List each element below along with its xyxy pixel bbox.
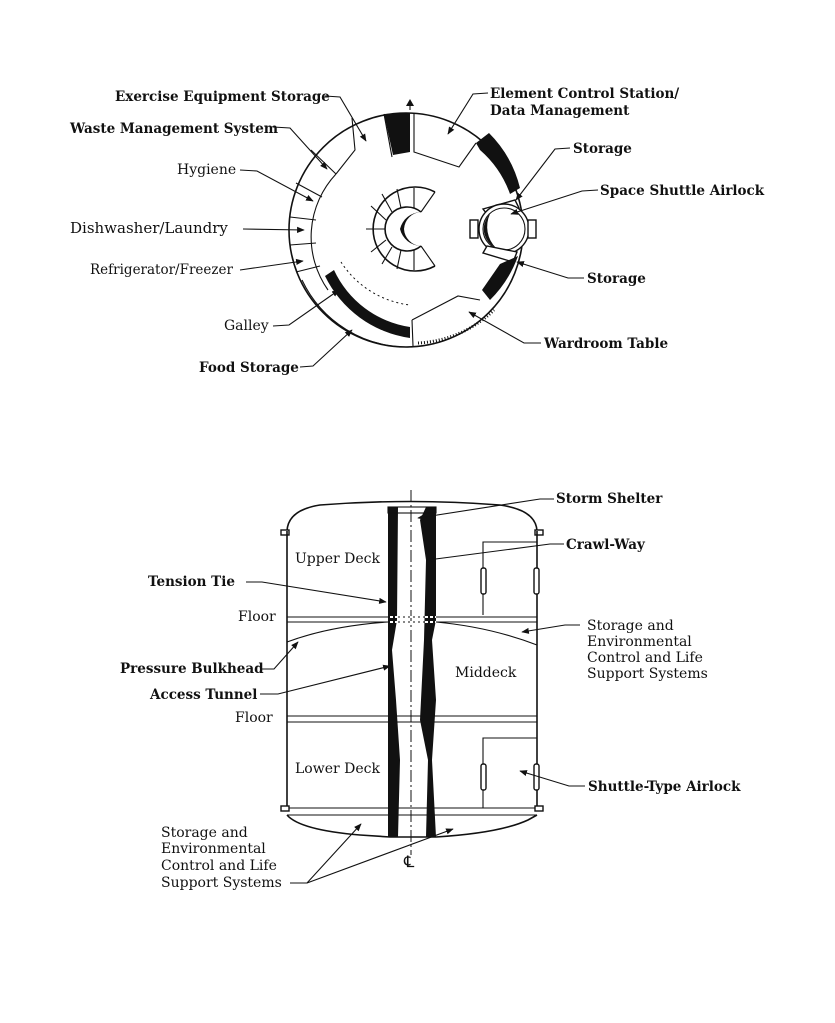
label-storm-shelter: Storm Shelter [556, 491, 663, 507]
label-lower-deck: Lower Deck [295, 761, 380, 777]
leader [290, 823, 362, 884]
leader [242, 226, 305, 233]
ecs-compartment [413, 113, 477, 168]
bottom-dome [286, 814, 538, 838]
label-floor-lower: Floor [235, 710, 273, 726]
leader [521, 624, 580, 634]
label-waste-management-system: Waste Management System [69, 121, 278, 137]
tunnel-wall-left [388, 507, 400, 837]
label-upper-deck: Upper Deck [295, 551, 381, 567]
svg-text:Environmental: Environmental [161, 841, 266, 857]
leader [246, 581, 387, 604]
label-storage-top: Storage [573, 141, 632, 157]
svg-text:Storage and: Storage and [587, 618, 674, 634]
food-storage-arc [301, 279, 411, 348]
leader [468, 311, 541, 344]
divider [295, 265, 321, 273]
leader [239, 169, 314, 202]
svg-text:Support Systems: Support Systems [161, 875, 282, 891]
label-element-control-station: Element Control Station/ [490, 86, 679, 102]
leader [427, 543, 564, 563]
storm-shelter-cap [387, 506, 437, 514]
leader [262, 641, 299, 670]
label-dishwasher-laundry: Dishwasher/Laundry [70, 219, 228, 237]
centerline-symbol: ℄ [403, 852, 415, 871]
svg-text:Storage and: Storage and [161, 825, 248, 841]
label-wardroom-table: Wardroom Table [543, 336, 668, 352]
ring-flange [534, 805, 544, 812]
leader [510, 189, 599, 215]
ring-flange [534, 529, 544, 536]
label-shuttle-type-airlock: Shuttle-Type Airlock [588, 779, 741, 795]
tunnel-wall-right [420, 507, 436, 837]
label-crawl-way: Crawl-Way [566, 537, 646, 553]
leader [260, 664, 391, 695]
label-galley: Galley [224, 318, 269, 334]
label-refrigerator-freezer: Refrigerator/Freezer [90, 262, 234, 278]
divider [289, 242, 317, 246]
plan-view: Exercise Equipment Storage Waste Managem… [69, 86, 765, 376]
label-tension-tie: Tension Tie [148, 574, 235, 590]
svg-text:Control and Life: Control and Life [161, 858, 277, 874]
ring-flange [280, 805, 290, 812]
label-access-tunnel: Access Tunnel [149, 687, 257, 703]
north-arrow-icon [406, 99, 414, 106]
hatch [480, 763, 487, 791]
svg-text:Environmental: Environmental [587, 634, 692, 650]
wardroom-table-outline [411, 295, 481, 347]
label-pressure-bulkhead: Pressure Bulkhead [120, 661, 264, 677]
leader [324, 95, 367, 142]
svg-text:Support Systems: Support Systems [587, 666, 708, 682]
exercise-divider [383, 113, 393, 158]
leader [519, 770, 585, 787]
leader [306, 828, 454, 884]
central-c-module [366, 186, 436, 272]
label-middeck: Middeck [455, 665, 517, 681]
exercise-compartment [335, 117, 356, 175]
leader [417, 498, 554, 520]
hatch [480, 567, 487, 595]
compartment-inner-arc [310, 173, 337, 291]
leader [239, 258, 304, 271]
wall-shading [384, 113, 410, 155]
label-floor-upper: Floor [238, 609, 276, 625]
label-hygiene: Hygiene [177, 162, 236, 178]
leader [299, 329, 353, 368]
divider [310, 149, 337, 175]
ring-flange [280, 529, 290, 536]
top-dome [286, 500, 538, 532]
hatch [533, 567, 540, 595]
airlock-module [469, 199, 537, 263]
label-exercise-equipment-storage: Exercise Equipment Storage [115, 89, 330, 105]
label-space-shuttle-airlock: Space Shuttle Airlock [600, 183, 765, 199]
leader [516, 261, 584, 279]
wall-shading [482, 256, 518, 300]
label-storage-bottom: Storage [587, 271, 646, 287]
leader [272, 289, 340, 327]
dotted-boundary [340, 261, 411, 306]
wardroom-ticks [417, 308, 496, 345]
leader [272, 126, 328, 170]
label-food-storage: Food Storage [199, 360, 299, 376]
svg-text:Control and Life: Control and Life [587, 650, 703, 666]
wall-shading [476, 133, 520, 194]
pressure-bulkhead-left [286, 621, 389, 643]
label-storage-ecls-left: Storage and Environmental Control and Li… [161, 825, 282, 891]
divider [289, 216, 317, 221]
leader [515, 147, 571, 201]
label-data-management: Data Management [490, 103, 630, 119]
label-storage-ecls-right: Storage and Environmental Control and Li… [587, 618, 708, 682]
pressure-bulkhead-right [435, 621, 538, 646]
galley-shading [325, 270, 410, 338]
leader [447, 92, 489, 135]
section-view: Upper Deck Middeck Lower Deck Floor Floo… [120, 490, 741, 891]
divider [295, 182, 323, 198]
crawl-way-box [482, 541, 537, 615]
airlock-box [482, 737, 537, 808]
